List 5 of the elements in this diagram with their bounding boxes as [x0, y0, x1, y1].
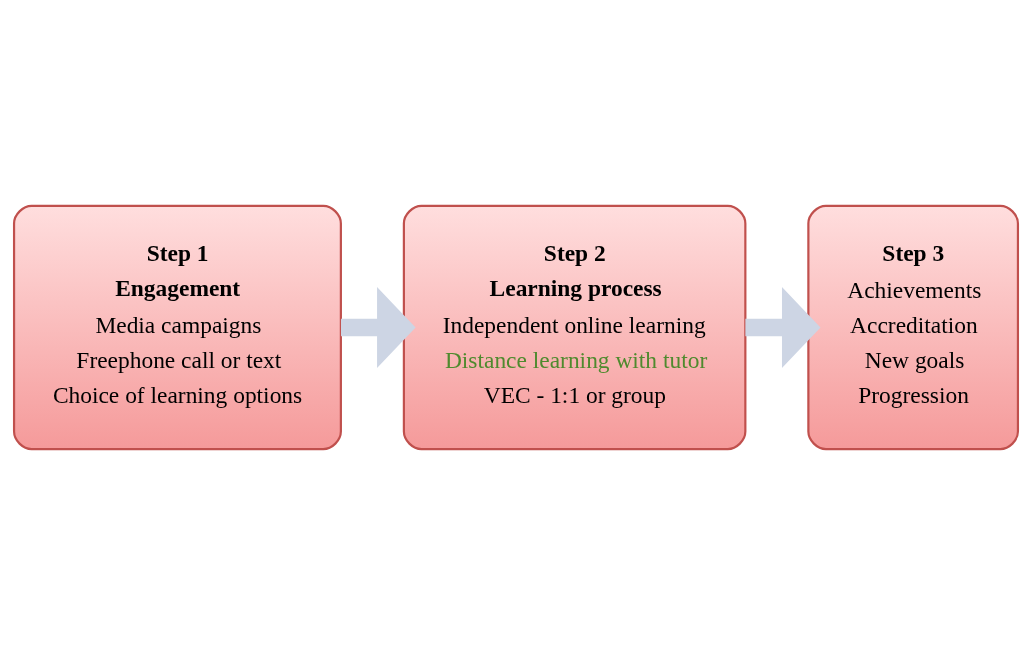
- arrow: [341, 286, 416, 368]
- node-box: Step 2 Learning process Independent online learning Distance learning with tutor VEC - 1:1 or group: [402, 204, 747, 450]
- arrow: [745, 286, 821, 368]
- node-box: Step 1 Engagement Media campaigns Freephone call or text Choice of learning options: [12, 204, 342, 450]
- node-box: Step 3 Achievements Accreditation New goals Progression: [807, 204, 1020, 450]
